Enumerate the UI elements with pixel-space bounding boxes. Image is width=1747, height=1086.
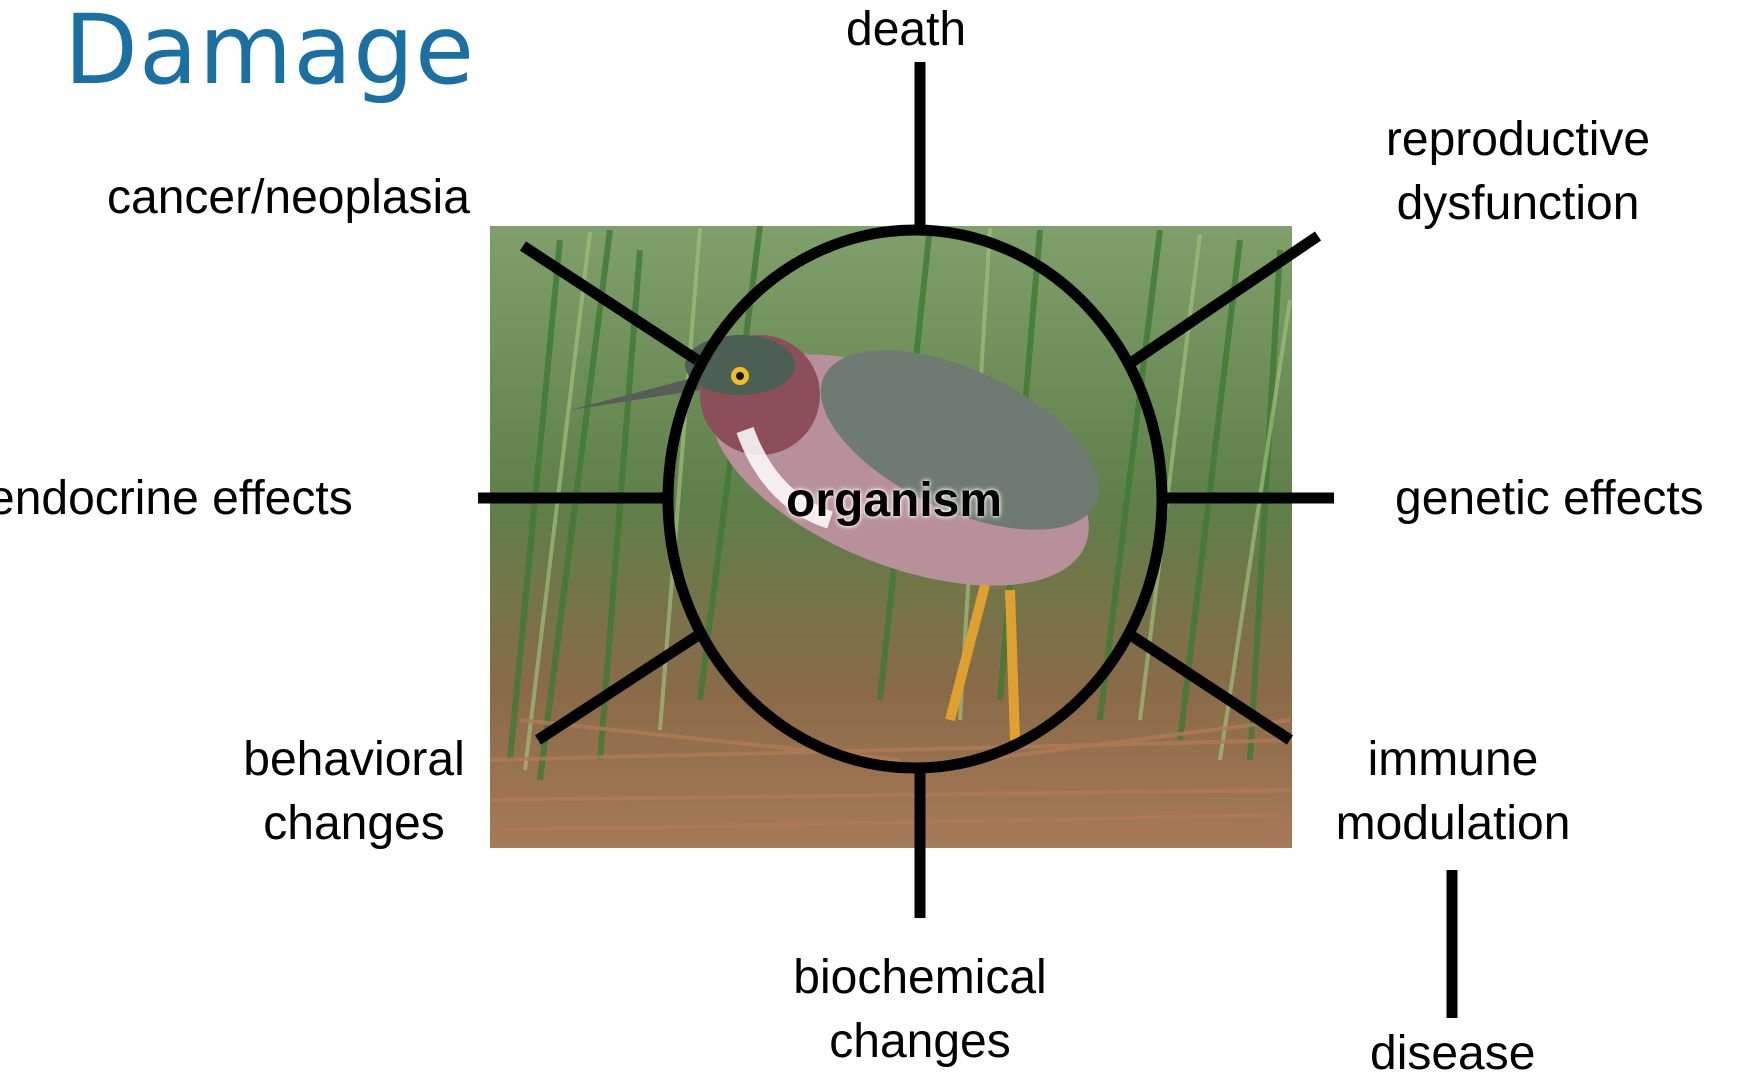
label-cancer-neoplasia: cancer/neoplasia <box>107 166 470 230</box>
organism-label: organism <box>786 469 1002 533</box>
label-biochemical-line1: biochemical <box>770 946 1070 1010</box>
label-genetic-effects: genetic effects <box>1395 467 1704 531</box>
label-immune-line1: immune <box>1308 728 1598 792</box>
label-immune-modulation: immune modulation <box>1308 728 1598 856</box>
label-immune-line2: modulation <box>1308 792 1598 856</box>
label-disease: disease <box>1370 1022 1535 1086</box>
label-death: death <box>846 0 966 62</box>
label-biochemical-line2: changes <box>770 1010 1070 1074</box>
label-behavioral-line2: changes <box>218 792 490 856</box>
label-behavioral-changes: behavioral changes <box>218 728 490 856</box>
label-reproductive-line1: reproductive <box>1368 108 1668 172</box>
label-behavioral-line1: behavioral <box>218 728 490 792</box>
label-reproductive-dysfunction: reproductive dysfunction <box>1368 108 1668 236</box>
heron-photo <box>490 226 1292 848</box>
label-endocrine-effects: endocrine effects <box>0 467 353 531</box>
label-biochemical-changes: biochemical changes <box>770 946 1070 1074</box>
label-reproductive-line2: dysfunction <box>1368 172 1668 236</box>
